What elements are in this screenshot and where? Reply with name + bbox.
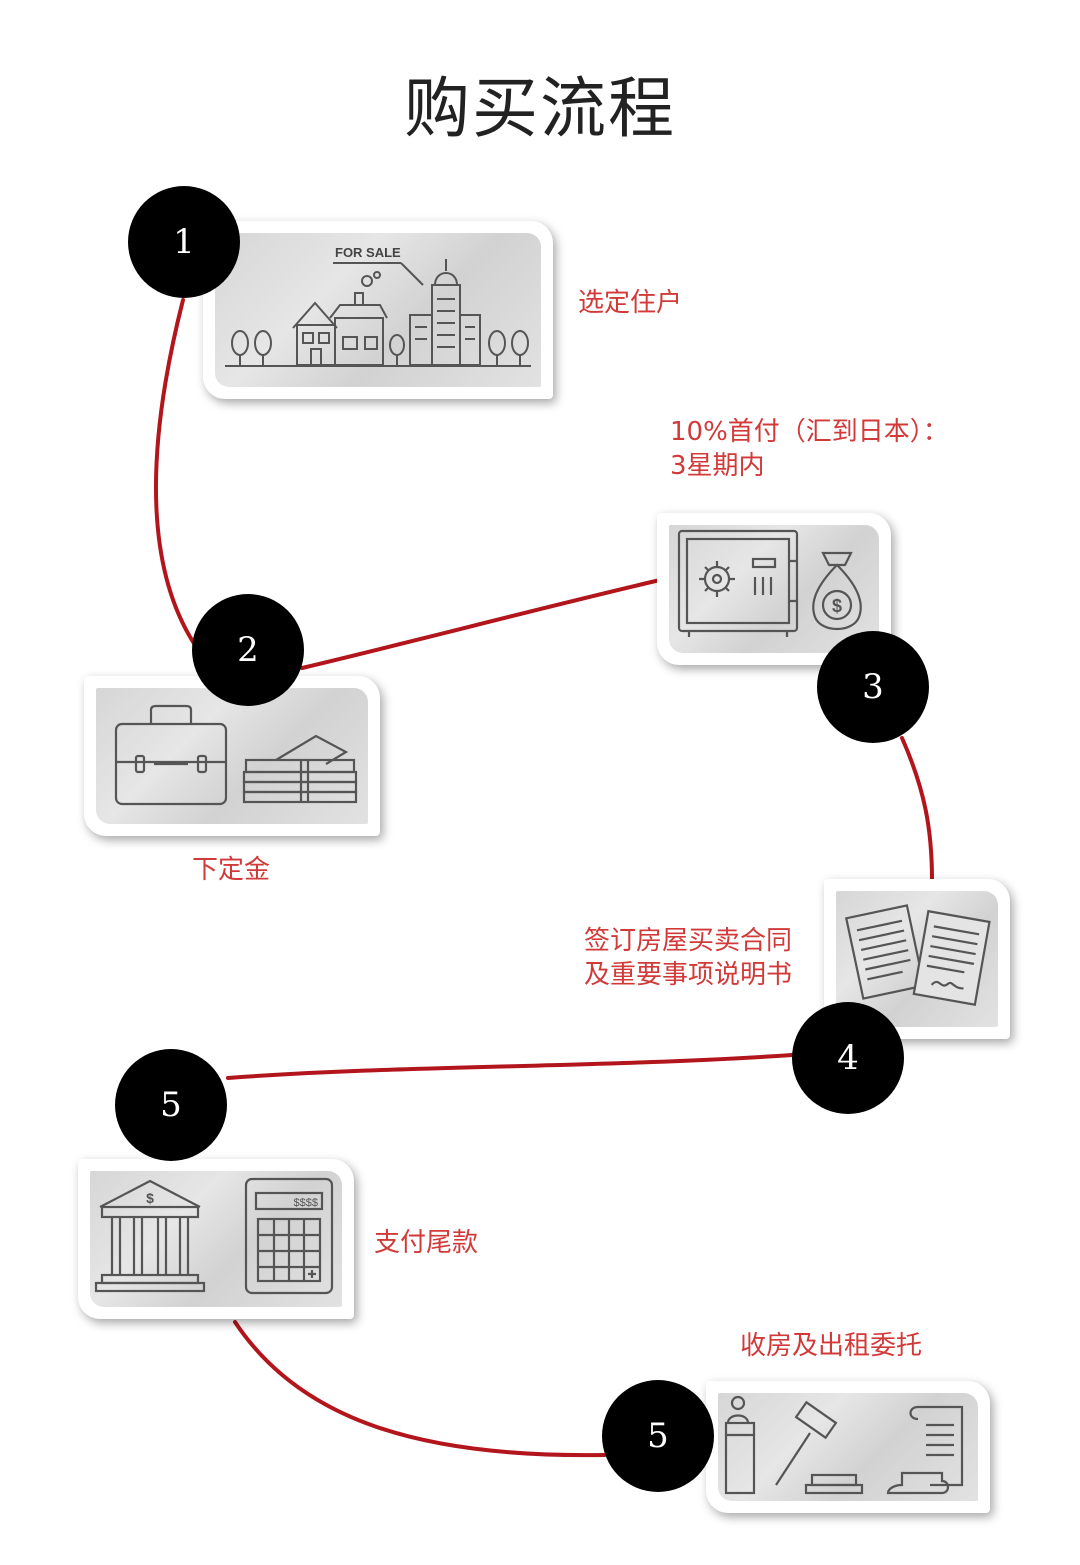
calculator-icon <box>244 1177 334 1295</box>
step-5-card: $ $$$$ <box>78 1159 354 1319</box>
step-3-illustration: $ <box>677 529 862 637</box>
step-6-label: 收房及出租委托 <box>740 1331 923 1361</box>
step-3-badge: 3 <box>817 631 929 743</box>
route-segment-3-4 <box>900 736 934 882</box>
step-6-badge: 5 <box>602 1380 714 1492</box>
step-1-illustration: FOR SALE <box>225 245 531 367</box>
step-2-illustration <box>114 704 358 806</box>
step-5-illustration: $ $$$$ <box>94 1177 334 1295</box>
step-1-badge: 1 <box>128 186 240 298</box>
step-5-badge: 5 <box>115 1049 227 1161</box>
bank-icon <box>94 1179 206 1293</box>
step-6-illustration <box>724 1395 964 1495</box>
money-bag-icon <box>812 551 862 630</box>
step-4-badge: 4 <box>792 1002 904 1114</box>
route-segment-5-6 <box>233 1320 607 1458</box>
speaker-podium-icon <box>724 1395 756 1495</box>
gavel-icon <box>775 1400 864 1495</box>
step-2-badge: 2 <box>192 594 304 706</box>
step-2-label: 下定金 <box>192 855 271 885</box>
step-3-label-line-2: 3星期内 <box>670 451 765 481</box>
step-4-label-line-2: 及重要事项说明书 <box>584 960 793 990</box>
step-4-card <box>824 879 1010 1039</box>
route-segment-2-3 <box>300 578 662 670</box>
contract-documents-icon <box>844 904 991 1006</box>
scroll-icon <box>886 1405 964 1495</box>
step-3-card: $ <box>657 513 891 665</box>
for-sale-sign-icon: FOR SALE <box>335 245 401 260</box>
step-6-card <box>706 1381 990 1513</box>
route-segment-4-5 <box>226 1053 794 1080</box>
route-segment-1-2 <box>154 298 197 647</box>
apartment-building-icon <box>409 259 481 366</box>
step-4-label-line-1: 签订房屋买卖合同 <box>584 926 793 956</box>
step-3-label: 10%首付（汇到日本）： 3星期内 <box>670 415 949 483</box>
step-5-label: 支付尾款 <box>374 1228 479 1258</box>
briefcase-icon <box>114 704 228 806</box>
safe-icon <box>677 529 799 637</box>
step-1-card: FOR SALE <box>203 221 553 399</box>
calculator-display: $$$$ <box>294 1197 318 1209</box>
cash-stack-icon <box>242 734 358 804</box>
page-title: 购买流程 <box>404 70 676 147</box>
step-4-label: 签订房屋买卖合同 及重要事项说明书 <box>584 924 792 992</box>
money-symbol: $ <box>832 596 842 616</box>
bank-symbol: $ <box>146 1190 154 1206</box>
house-icon <box>292 271 388 366</box>
step-1-label: 选定住户 <box>578 288 683 318</box>
step-3-label-line-1: 10%首付（汇到日本）： <box>670 417 949 447</box>
tree-icon <box>231 330 272 365</box>
